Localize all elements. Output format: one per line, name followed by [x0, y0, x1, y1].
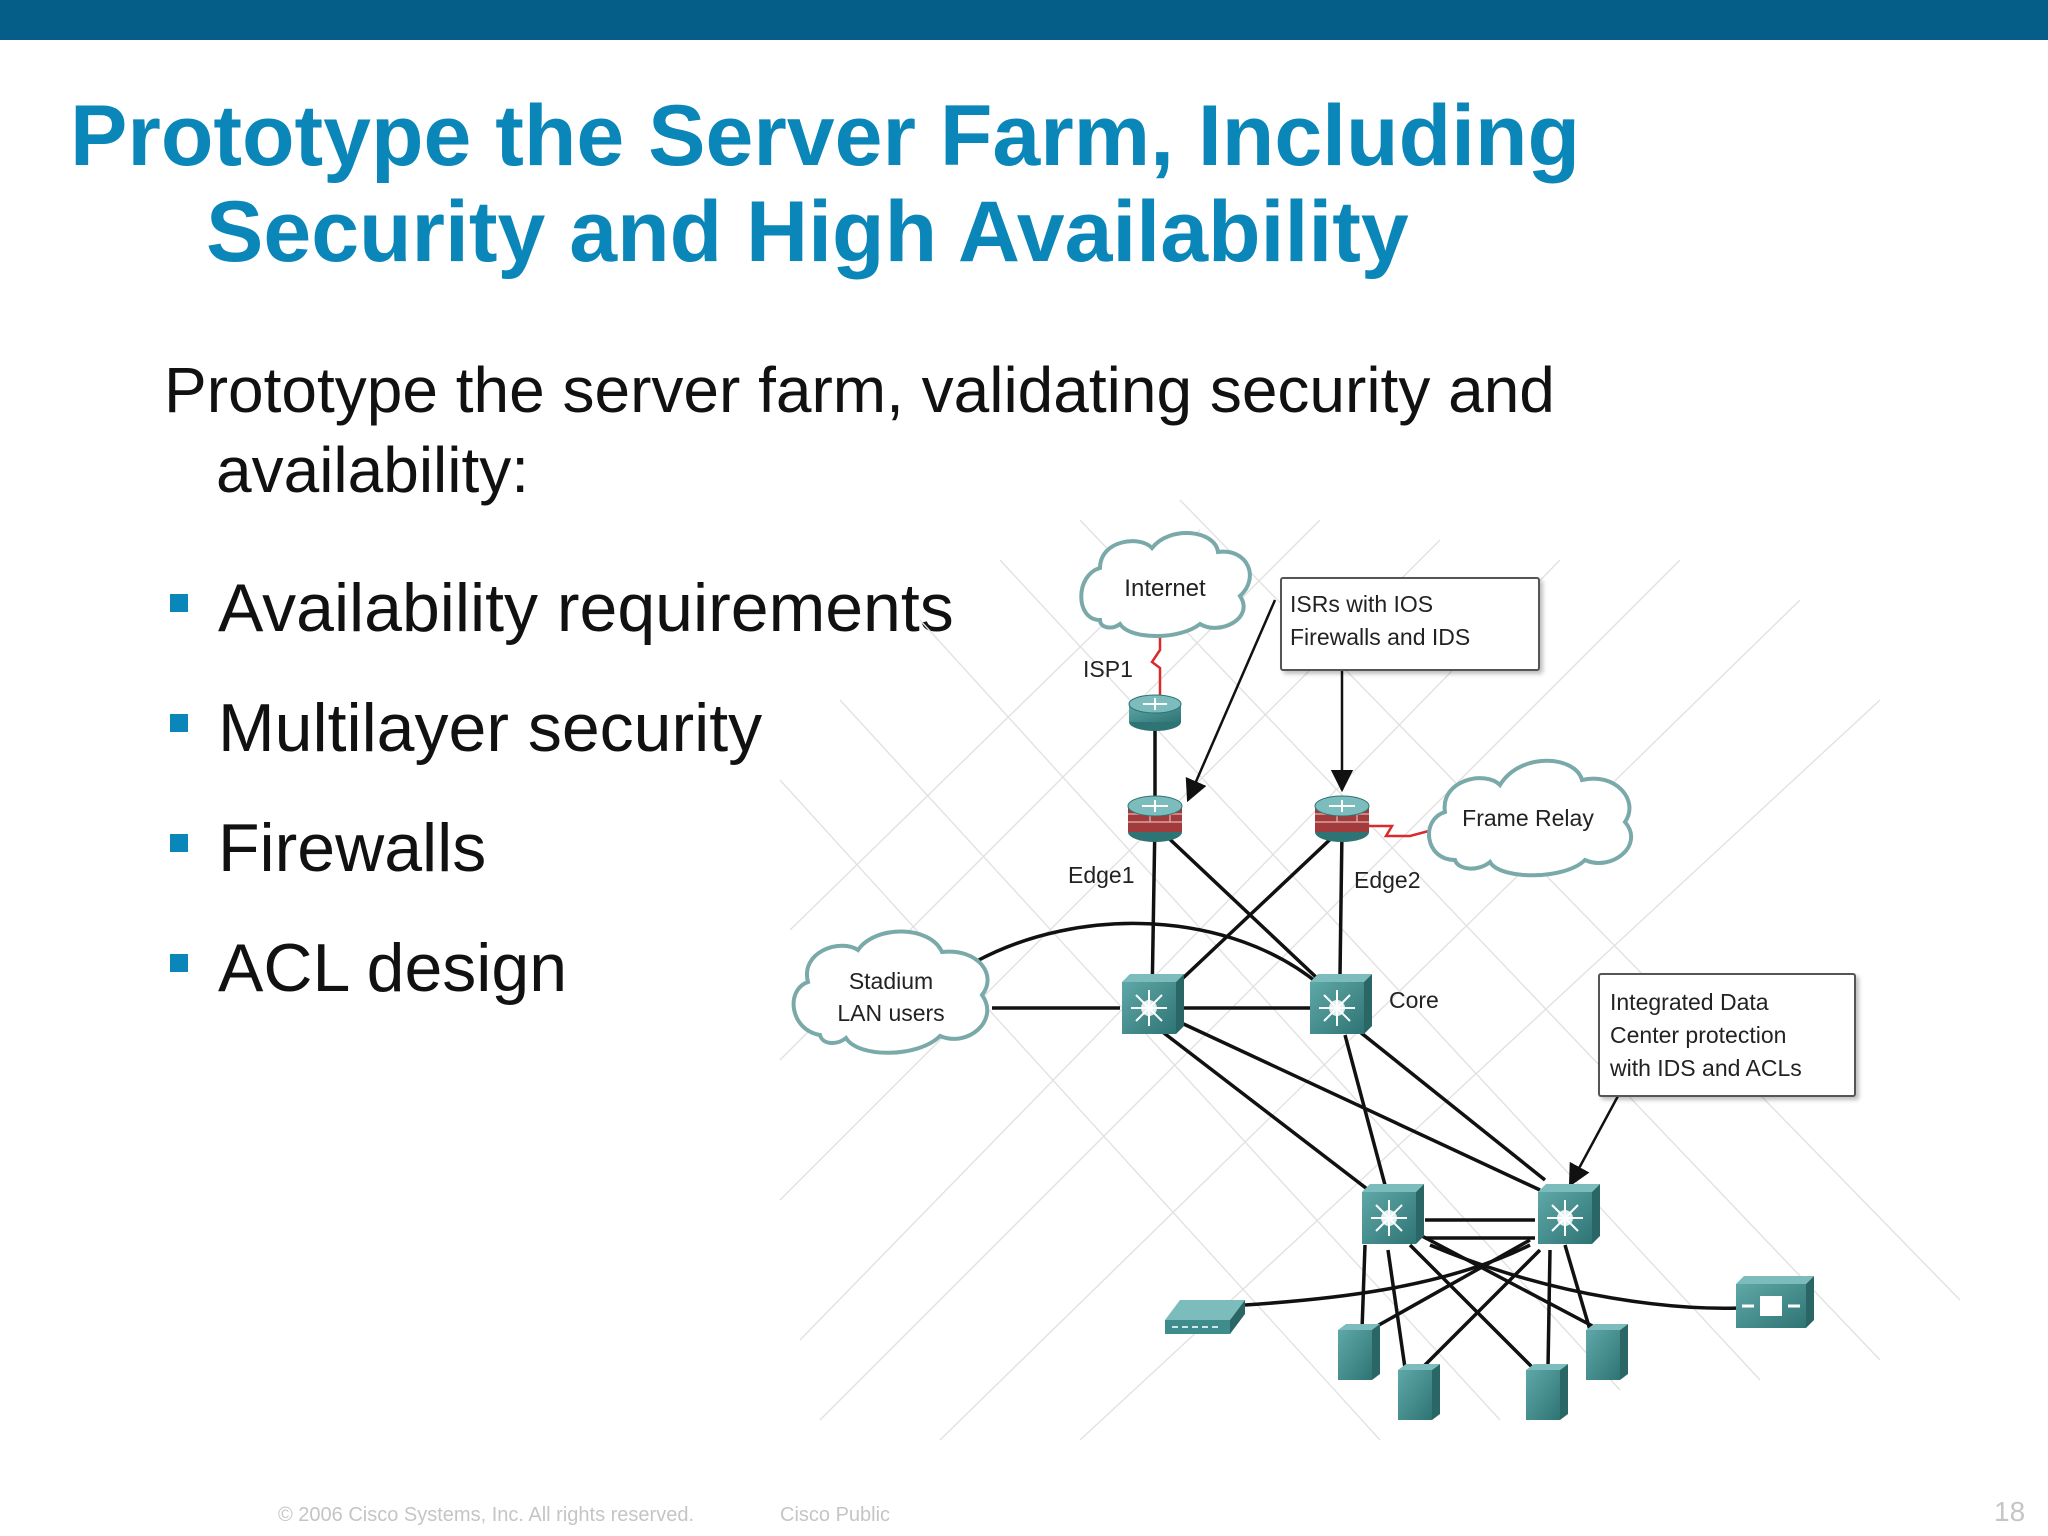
edge1-firewall-router-icon	[1127, 795, 1183, 842]
isr-callout-line2: Firewalls and IDS	[1290, 624, 1470, 650]
isr-callout-line1: ISRs with IOS	[1290, 591, 1433, 617]
title-line-1: Prototype the Server Farm, Including	[70, 88, 1581, 184]
link-stadium-core-arc	[974, 921, 1322, 987]
frame-relay-label: Frame Relay	[1462, 805, 1594, 831]
distribution-switch-right-icon	[1538, 1184, 1600, 1244]
link-distL-server2	[1386, 1249, 1407, 1369]
link-distL-serverR	[1419, 1233, 1601, 1332]
stadium-cloud: Stadium LAN users	[791, 929, 990, 1055]
arrow-isr-to-edge1	[1185, 599, 1277, 803]
serial-link-internet-isp1	[1150, 620, 1162, 700]
link-distL-server3	[1408, 1243, 1537, 1372]
footer-classification: Cisco Public	[780, 1504, 891, 1526]
page-number: 18	[1994, 1496, 2026, 1527]
distribution-switch-left-icon	[1362, 1184, 1424, 1244]
bullet-item: Firewalls	[164, 788, 954, 908]
link-coreL-distL	[1158, 1028, 1377, 1197]
bullet-text: ACL design	[218, 930, 568, 1006]
link-edge1-core-right	[1158, 828, 1337, 997]
callout-arrows	[1185, 599, 1620, 1187]
bullet-list: Availability requirements Multilayer sec…	[164, 548, 954, 1028]
title-line-2: Security and High Availability	[206, 184, 1409, 280]
link-distR-ids	[1244, 1243, 1531, 1307]
bullet-item: Availability requirements	[164, 548, 954, 668]
bullet-text: Firewalls	[218, 810, 487, 886]
isp1-router-icon	[1128, 694, 1182, 731]
intro-text: Prototype the server farm, validating se…	[164, 350, 1724, 510]
link-edge2-core-right	[1338, 829, 1344, 976]
dc-callout-line1: Integrated Data	[1610, 989, 1769, 1015]
core-label: Core	[1389, 987, 1439, 1013]
stadium-label-line1: Stadium	[849, 968, 933, 994]
link-coreR-distR	[1353, 1026, 1547, 1182]
serial-links	[1150, 620, 1441, 838]
link-distR-server2	[1418, 1248, 1542, 1372]
bullet-text: Availability requirements	[218, 570, 954, 646]
core-switch-right-icon	[1310, 974, 1372, 1034]
intro-line-2: availability:	[216, 434, 530, 506]
server-icon	[1586, 1324, 1628, 1380]
link-distR-serverL	[1369, 1238, 1531, 1332]
slide-title: Prototype the Server Farm, Including Sec…	[70, 88, 1770, 280]
arrow-dc-to-distR	[1568, 1095, 1620, 1187]
bullet-square-icon	[170, 834, 188, 852]
ids-appliance-icon	[1165, 1300, 1245, 1334]
internet-cloud: Internet	[1079, 531, 1252, 638]
server-icon	[1398, 1364, 1440, 1420]
isr-callout: ISRs with IOS Firewalls and IDS	[1280, 577, 1540, 671]
intro-line-1: Prototype the server farm, validating se…	[164, 354, 1555, 426]
link-distL-serverL	[1360, 1244, 1367, 1331]
bullet-square-icon	[170, 594, 188, 612]
edge2-firewall-router-icon	[1314, 795, 1370, 842]
call-manager-icon	[1736, 1276, 1814, 1328]
server-icon	[1526, 1364, 1568, 1420]
bullet-square-icon	[170, 954, 188, 972]
link-edge1-core-left	[1150, 819, 1157, 1001]
internet-label: Internet	[1124, 575, 1206, 602]
dc-callout-line3: with IDS and ACLs	[1609, 1055, 1802, 1081]
serial-link-edge2-framerelay	[1368, 824, 1441, 838]
bullet-item: ACL design	[164, 908, 954, 1028]
link-edge2-core-left	[1163, 830, 1340, 997]
isp1-label: ISP1	[1083, 656, 1133, 682]
frame-relay-cloud: Frame Relay	[1427, 758, 1634, 878]
server-icon	[1338, 1324, 1380, 1380]
bullet-item: Multilayer security	[164, 668, 954, 788]
header-bar	[0, 0, 2048, 40]
bullet-square-icon	[170, 714, 188, 732]
link-distR-server3	[1546, 1249, 1552, 1369]
dc-protection-callout: Integrated Data Center protection with I…	[1598, 973, 1856, 1097]
link-coreR-distL	[1343, 1034, 1387, 1186]
edge2-label: Edge2	[1354, 867, 1421, 893]
link-coreL-distR	[1174, 1018, 1541, 1192]
core-switch-left-icon	[1122, 974, 1184, 1034]
edge1-label: Edge1	[1068, 862, 1135, 888]
link-distL-phone	[1429, 1243, 1741, 1310]
link-distR-serverR	[1563, 1244, 1592, 1331]
dc-callout-line2: Center protection	[1610, 1022, 1786, 1048]
stadium-label-line2: LAN users	[837, 1000, 944, 1026]
footer-copyright: © 2006 Cisco Systems, Inc. All rights re…	[278, 1504, 695, 1526]
bullet-text: Multilayer security	[218, 690, 763, 766]
